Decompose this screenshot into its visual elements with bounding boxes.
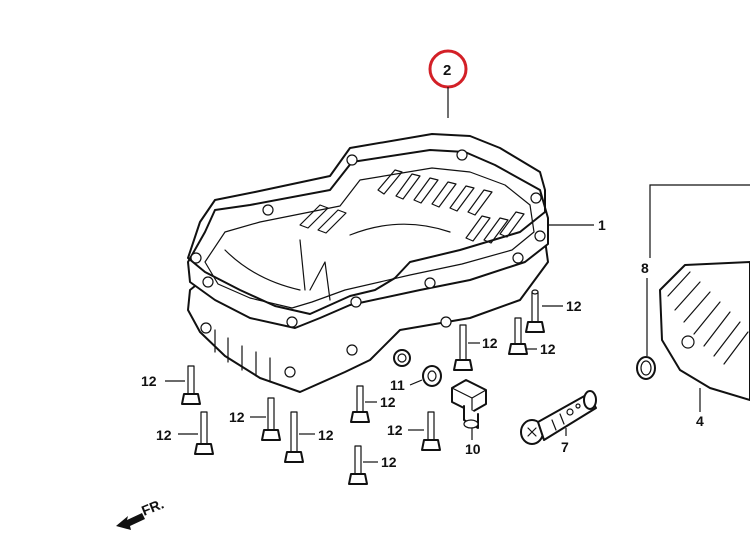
pan-bolt[interactable] bbox=[348, 445, 368, 485]
callout-pan-bolt-d: 12 bbox=[141, 373, 157, 389]
callout-pan-bolt-e: 12 bbox=[156, 427, 172, 443]
gasket-callout-highlight bbox=[428, 49, 468, 118]
direction-label: FR. bbox=[139, 495, 166, 518]
o-ring[interactable] bbox=[636, 356, 656, 380]
drain-bolt[interactable] bbox=[451, 379, 487, 429]
callout-o-ring: 8 bbox=[641, 260, 649, 276]
callout-pan-bolt-f: 12 bbox=[229, 409, 245, 425]
pan-bolt[interactable] bbox=[284, 411, 304, 463]
callout-pan-bolt-i: 12 bbox=[387, 422, 403, 438]
pan-bolt[interactable] bbox=[350, 385, 370, 423]
rim-bolt-bosses bbox=[190, 149, 546, 378]
leader-o-ring bbox=[649, 184, 750, 258]
union-bolt[interactable] bbox=[520, 390, 597, 445]
callout-pan-bolt-j: 12 bbox=[381, 454, 397, 470]
leader-washer bbox=[409, 379, 423, 386]
pan-bolt[interactable] bbox=[508, 317, 528, 355]
pan-bolt[interactable] bbox=[421, 411, 441, 451]
cooling-fins bbox=[214, 329, 271, 383]
callout-gasket: 2 bbox=[443, 62, 451, 79]
oil-screen[interactable] bbox=[659, 261, 750, 401]
baffle-fins bbox=[299, 169, 525, 244]
callout-drain-bolt: 10 bbox=[465, 441, 481, 457]
callout-washer: 11 bbox=[390, 377, 405, 393]
pan-bolt[interactable] bbox=[194, 411, 214, 455]
pan-bolt[interactable] bbox=[525, 289, 545, 333]
oil-pan[interactable] bbox=[187, 149, 549, 393]
pan-bolt[interactable] bbox=[453, 324, 473, 371]
gasket[interactable] bbox=[187, 133, 546, 315]
callout-union-bolt: 7 bbox=[561, 439, 569, 455]
front-direction-arrow bbox=[116, 513, 145, 530]
callout-pan-bolt-b: 12 bbox=[540, 341, 556, 357]
callout-pan-bolt-c: 12 bbox=[482, 335, 498, 351]
callout-oil-pan: 1 bbox=[598, 217, 606, 233]
pan-bolt[interactable] bbox=[261, 397, 281, 441]
callout-pan-bolt-g: 12 bbox=[318, 427, 334, 443]
pan-bolt[interactable] bbox=[181, 365, 201, 405]
callout-pan-bolt-h: 12 bbox=[380, 394, 396, 410]
callout-pan-bolt-a: 12 bbox=[566, 298, 582, 314]
callout-oil-screen: 4 bbox=[696, 413, 704, 429]
washer[interactable] bbox=[422, 365, 442, 387]
